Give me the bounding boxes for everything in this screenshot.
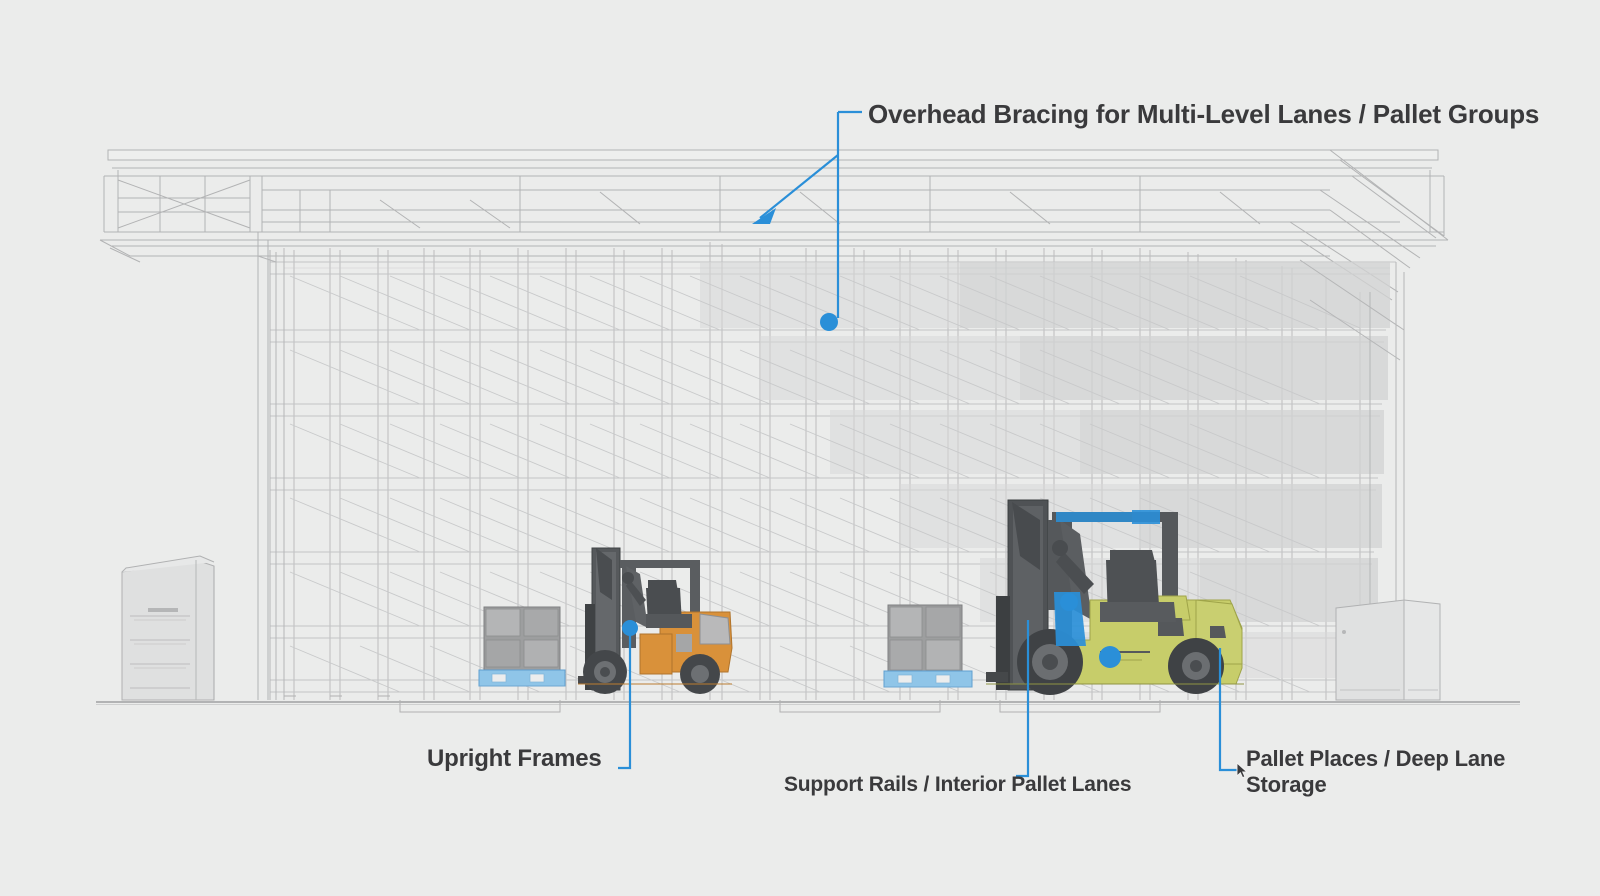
leader-upright	[618, 628, 632, 770]
leader-rails	[1016, 620, 1030, 778]
marker-dot-overhead	[820, 313, 838, 331]
marker-dot-upright	[622, 620, 638, 636]
leader-arrowhead	[752, 208, 776, 224]
mouse-cursor	[1236, 762, 1249, 779]
leader-pallet	[1218, 648, 1240, 772]
base-plates	[284, 695, 1161, 713]
label-support-rails: Support Rails / Interior Pallet Lanes	[784, 773, 1132, 796]
label-overhead-bracing: Overhead Bracing for Multi-Level Lanes /…	[868, 99, 1540, 129]
interior-lane-shading-2	[960, 262, 1390, 622]
label-upright-frames: Upright Frames	[427, 745, 602, 772]
end-frame-left	[257, 250, 285, 700]
forklift-orange	[578, 547, 733, 694]
marker-dot-pallet	[1099, 646, 1121, 668]
leader-overhead-branch	[759, 154, 839, 219]
forklift-green	[986, 499, 1244, 695]
marker-dot-rails	[1060, 593, 1078, 611]
cabinet-right	[1335, 599, 1441, 701]
label-pallet-places: Pallet Places / Deep Lane Storage	[1246, 746, 1506, 797]
cabinet-left	[121, 555, 215, 701]
highlight-guard-bar	[1056, 512, 1132, 522]
pallet-load-left	[478, 606, 566, 687]
roof-gantry	[99, 149, 1449, 700]
pallet-load-right	[883, 604, 973, 688]
